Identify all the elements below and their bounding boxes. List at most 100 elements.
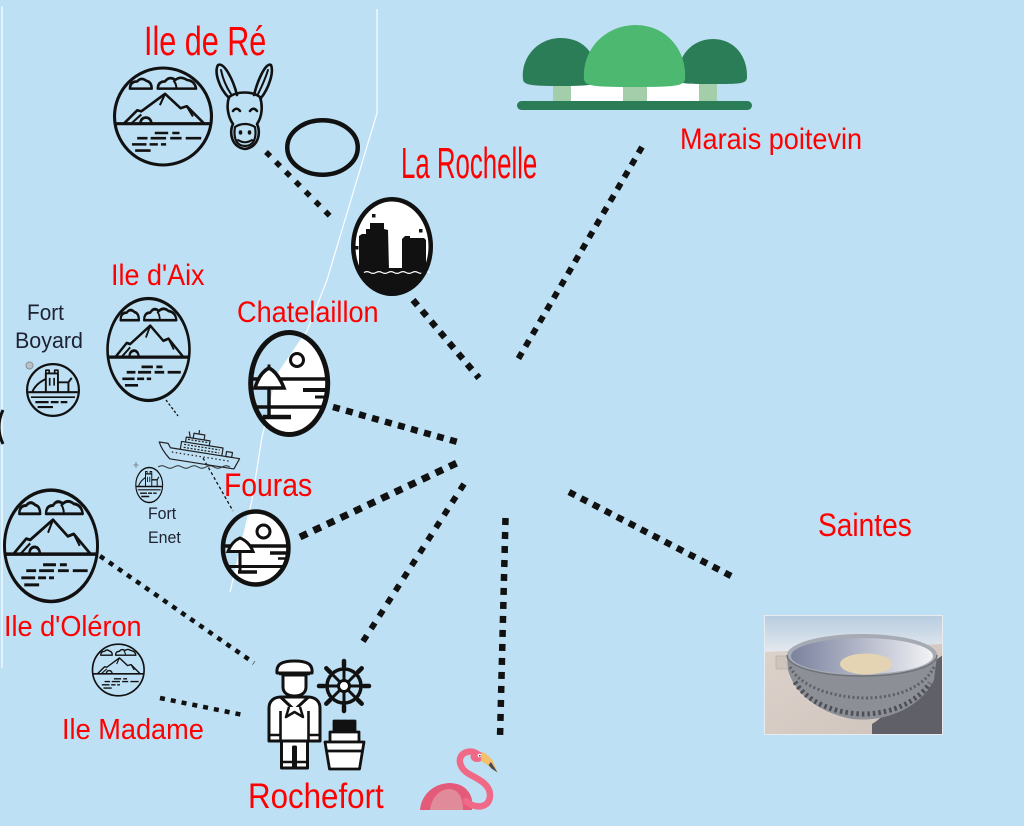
tower-right bbox=[402, 236, 426, 270]
fouras-icon-outline bbox=[220, 509, 291, 587]
route-ile-de-re-to-la-rochelle bbox=[264, 150, 332, 218]
ile-d-oleron-label: Ile d'Oléron bbox=[3, 610, 142, 643]
dotted-route-lines bbox=[98, 145, 737, 739]
flamingo-wing bbox=[430, 789, 463, 810]
wheel-hub bbox=[337, 679, 351, 693]
ferry-stern-box bbox=[225, 450, 234, 459]
ellipse-marker bbox=[285, 118, 360, 177]
wheel-rim bbox=[325, 667, 363, 705]
towers-outline bbox=[351, 197, 433, 296]
fort-enet-label-line-2: Enet bbox=[148, 528, 181, 547]
ferry-upper-cabin bbox=[184, 436, 211, 446]
sailor-hat bbox=[275, 659, 314, 675]
route-chatelaillon-to-hub bbox=[332, 403, 462, 447]
la-rochelle-towers-icon bbox=[351, 197, 433, 296]
sailor-legs bbox=[280, 736, 309, 770]
donkey-right-ear-inner bbox=[257, 69, 269, 95]
route-hub-to-saintes bbox=[567, 489, 737, 581]
donkey-nostril-right bbox=[247, 130, 252, 135]
sun-icon bbox=[289, 352, 305, 368]
ile-madame-label: Ile Madame bbox=[62, 714, 205, 747]
route-hub-to-flamingo bbox=[496, 517, 509, 739]
fouras-label: Fouras bbox=[224, 467, 313, 504]
donkey-mouth bbox=[237, 139, 253, 144]
bird-1 bbox=[372, 214, 376, 218]
ile-d-oleron-island-icon bbox=[2, 488, 100, 604]
donkey-nostril-left bbox=[238, 130, 243, 135]
photo-frame bbox=[764, 615, 943, 735]
fort-enet-small-mark-icon bbox=[133, 462, 139, 468]
chatelaillon-beach-umbrella-icon bbox=[248, 330, 331, 437]
ferry-mast bbox=[188, 430, 201, 438]
donkey-left-ear-inner bbox=[220, 69, 232, 95]
route-hub-to-rochefort bbox=[359, 482, 467, 645]
ferry-hull bbox=[158, 441, 241, 470]
ile-d-aix-island-icon bbox=[105, 296, 192, 403]
saintes-label: Saintes bbox=[817, 506, 912, 543]
bird-3 bbox=[355, 246, 359, 250]
fort-boyard-fort-icon bbox=[26, 363, 80, 417]
ship-funnel-3 bbox=[347, 719, 357, 734]
amphitheater-upper-arcade bbox=[788, 666, 936, 700]
fort-boyard-label-line-2: Boyard bbox=[15, 328, 84, 354]
sailor-face bbox=[281, 673, 308, 698]
trees-icon bbox=[517, 25, 752, 110]
umbrella-canopy bbox=[252, 366, 287, 390]
amphitheater-lower-arcade bbox=[792, 680, 933, 717]
route-ferry-to-fouras bbox=[202, 457, 234, 512]
amphitheater-rim-railing bbox=[786, 654, 938, 677]
ship-hull bbox=[323, 740, 366, 771]
ship-funnel-1 bbox=[332, 719, 342, 734]
flamingo-beak-tip bbox=[488, 762, 498, 773]
chatelaillon-label: Chatelaillon bbox=[236, 295, 379, 329]
fort-boyard-label-line-1: Fort bbox=[26, 300, 64, 326]
wheel-handles bbox=[316, 658, 372, 714]
flamingo-pupil bbox=[479, 754, 481, 757]
chatelaillon-icon-outline bbox=[248, 330, 331, 437]
route-ile-madame-to-rochefort bbox=[159, 695, 244, 718]
route-ile-d-aix-to-ferry bbox=[165, 399, 179, 417]
donkey-muzzle bbox=[233, 122, 257, 148]
ferry-waves bbox=[157, 465, 231, 469]
marais-poitevin-label: Marais poitevin bbox=[679, 122, 862, 156]
sun-icon bbox=[255, 523, 272, 540]
route-la-rochelle-to-hub bbox=[410, 297, 482, 381]
tree-canopy-right bbox=[677, 39, 748, 84]
ile-d-aix-label: Ile d'Aix bbox=[110, 259, 205, 293]
route-ile-d-oleron-to-rochefort bbox=[98, 554, 256, 665]
umbrella-canopy bbox=[225, 536, 256, 553]
rochefort-label: Rochefort bbox=[247, 777, 384, 817]
ile-madame-island-icon bbox=[91, 643, 145, 697]
ile-de-re-label: Ile de Ré bbox=[143, 18, 267, 65]
trees-ground bbox=[517, 101, 752, 110]
fort-enet-fort-icon bbox=[135, 466, 164, 504]
la-rochelle-label: La Rochelle bbox=[401, 139, 538, 188]
amphitheater-arena bbox=[840, 653, 892, 675]
ship-wheel-icon bbox=[316, 658, 372, 714]
partial-icon-edge bbox=[0, 409, 5, 445]
sailor-arms bbox=[269, 711, 320, 741]
donkey-right-ear bbox=[252, 63, 274, 100]
donkey-head bbox=[226, 91, 263, 151]
towers-wave-line bbox=[363, 271, 431, 274]
donkey-eyes bbox=[231, 107, 259, 113]
ferry-boat-icon bbox=[157, 430, 241, 470]
tree-canopy-left bbox=[522, 38, 598, 86]
donkey-left-ear bbox=[215, 63, 239, 100]
ship-funnel-2 bbox=[340, 719, 349, 734]
sailor-icon bbox=[267, 659, 322, 770]
fort-enet-label-line-1: Fort bbox=[148, 505, 177, 524]
bird-2 bbox=[419, 229, 423, 233]
sailor-neckerchief bbox=[284, 706, 305, 719]
flamingo-neck bbox=[456, 748, 494, 810]
flamingo-head bbox=[470, 751, 484, 762]
tower-left bbox=[359, 223, 389, 270]
ferry-bridge bbox=[192, 432, 206, 441]
donkey-icon bbox=[215, 63, 274, 151]
fort-boyard-small-mark-icon bbox=[25, 361, 34, 370]
fouras-beach-umbrella-icon bbox=[220, 509, 291, 587]
tree-trunk-right bbox=[699, 80, 717, 102]
saintes-amphitheater-photo bbox=[764, 615, 943, 735]
